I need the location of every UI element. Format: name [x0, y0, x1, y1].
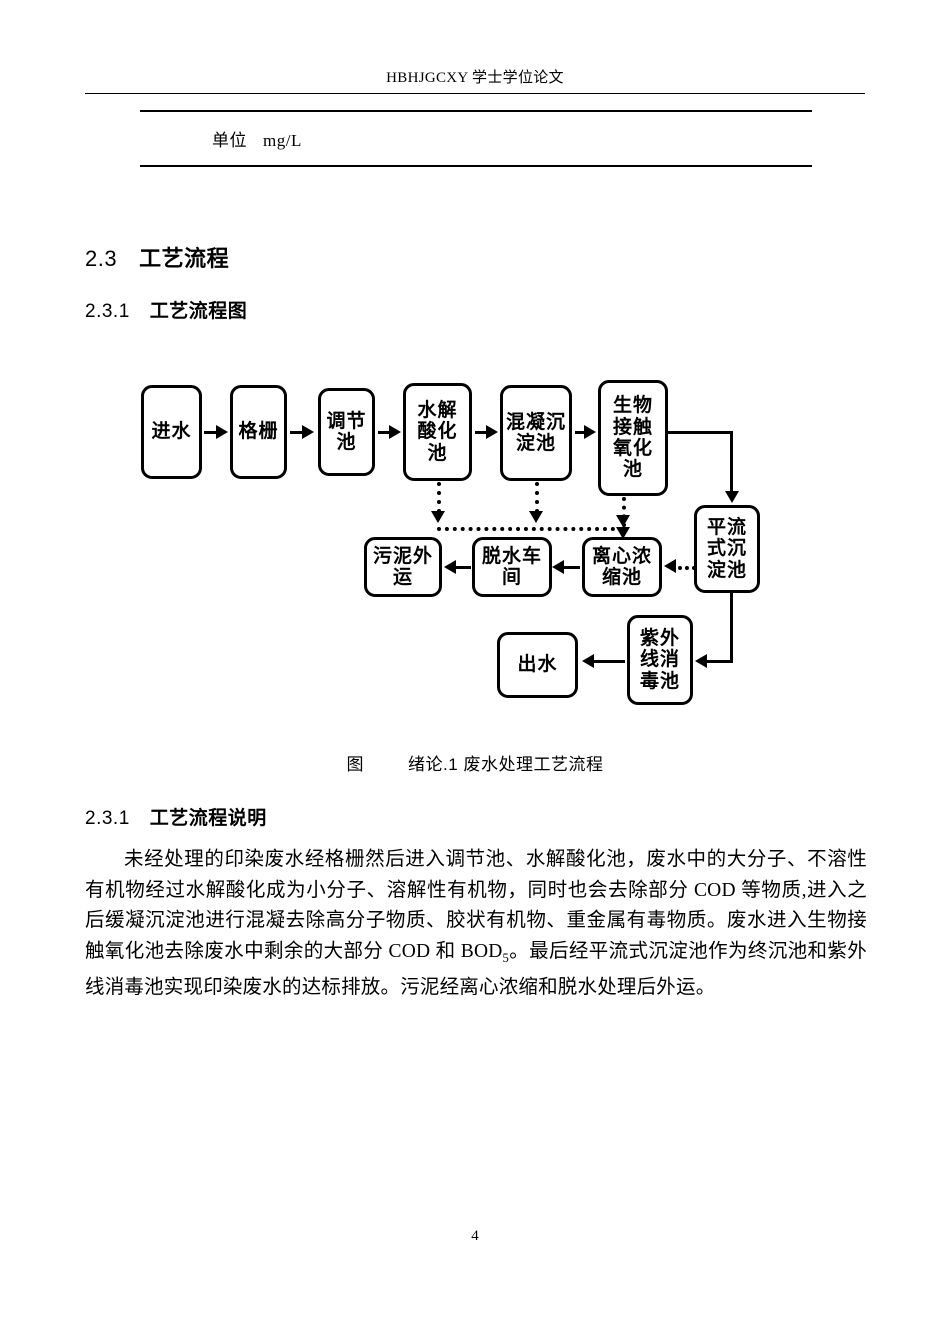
heading-number: 2.3	[85, 246, 118, 271]
sludge-line-coagulation-vertical	[535, 482, 539, 513]
arrowhead-icon	[389, 425, 401, 439]
flow-node-sludge-transport: 污泥外运	[364, 537, 442, 597]
arrowhead-icon	[616, 527, 630, 539]
table-fragment: 单位 mg/L	[140, 110, 812, 167]
arrowhead-icon	[664, 559, 676, 573]
connector-sedimentation-to-uv-vertical	[730, 591, 733, 663]
connector-influent-grille	[204, 431, 218, 434]
figure-caption: 图 绪论.1 废水处理工艺流程	[85, 750, 865, 775]
connector-thickening-dewatering	[563, 566, 580, 569]
flow-node-centrifugal-thickening-tank: 离心浓缩池	[582, 537, 662, 597]
flow-node-influent: 进水	[141, 385, 202, 479]
flow-node-horizontal-flow-sedimentation-tank: 平流式沉淀池	[694, 505, 760, 593]
arrowhead-icon	[216, 425, 228, 439]
connector-dewatering-sludge-transport	[455, 566, 471, 569]
arrowhead-icon	[584, 425, 596, 439]
heading-number: 2.3.1	[85, 808, 130, 829]
flow-node-regulating-tank: 调节池	[318, 388, 375, 476]
flow-node-coagulation-sedimentation-tank: 混凝沉淀池	[500, 385, 572, 481]
sludge-line-horizontal-collector	[437, 527, 623, 531]
table-unit-value: mg/L	[263, 131, 302, 150]
heading-text: 工艺流程	[139, 246, 230, 271]
body-paragraph: 未经处理的印染废水经格栅然后进入调节池、水解酸化池，废水中的大分子、不溶性有机物…	[85, 849, 867, 998]
process-flow-diagram: 进水 格栅 调节池 水解酸化池 混凝沉淀池 生物接触氧化池	[0, 355, 950, 725]
sludge-line-sedimentation-to-thickening	[678, 566, 696, 570]
figure-caption-text: 绪论.1 废水处理工艺流程	[408, 755, 604, 774]
heading-number: 2.3.1	[85, 301, 130, 322]
connector-uv-effluent	[594, 660, 625, 663]
table-bottom-rule	[140, 165, 812, 167]
flow-node-effluent: 出水	[497, 632, 578, 698]
connector-grille-regulating	[290, 431, 304, 434]
page-number: 4	[471, 1228, 479, 1244]
header-divider	[85, 93, 865, 94]
figure-caption-label: 图	[346, 755, 365, 774]
table-row: 单位 mg/L	[140, 112, 812, 165]
heading-section-2-3: 2.3 工艺流程	[85, 241, 229, 273]
connector-regulating-hydrolysis	[378, 431, 391, 434]
arrowhead-icon	[486, 425, 498, 439]
arrowhead-icon	[616, 515, 630, 527]
connector-coagulation-biological	[575, 431, 586, 434]
arrowhead-icon	[695, 654, 707, 668]
heading-text: 工艺流程说明	[149, 808, 267, 829]
connector-biological-to-sedimentation-horizontal	[666, 431, 733, 434]
table-unit-label: 单位	[212, 131, 247, 150]
flow-node-dewatering-workshop: 脱水车间	[472, 537, 552, 597]
arrowhead-icon	[725, 491, 739, 503]
bod-subscript: 5	[502, 950, 510, 965]
arrowhead-icon	[302, 425, 314, 439]
arrowhead-icon	[552, 560, 564, 574]
sludge-line-hydrolysis-vertical	[437, 482, 441, 513]
arrowhead-icon	[582, 654, 594, 668]
table-top-rule	[140, 110, 812, 112]
heading-subsection-flowchart: 2.3.1 工艺流程图	[85, 296, 247, 323]
flow-node-uv-disinfection-tank: 紫外线消毒池	[627, 615, 693, 705]
flow-node-biological-contact-oxidation-tank: 生物接触氧化池	[598, 380, 668, 496]
connector-hydrolysis-coagulation	[475, 431, 488, 434]
heading-text: 工艺流程图	[149, 301, 248, 322]
sludge-line-biological-vertical	[622, 497, 626, 527]
arrowhead-icon	[529, 511, 543, 523]
arrowhead-icon	[431, 511, 445, 523]
flow-node-hydrolysis-acidification-tank: 水解酸化池	[403, 383, 472, 481]
connector-biological-to-sedimentation-vertical	[730, 431, 733, 493]
page-header-title: HBHJGCXY 学士学位论文	[386, 70, 564, 86]
connector-sedimentation-to-uv-horizontal	[706, 660, 733, 663]
flow-node-grille: 格栅	[230, 385, 287, 479]
heading-subsection-description: 2.3.1 工艺流程说明	[85, 803, 267, 830]
arrowhead-icon	[444, 560, 456, 574]
body-paragraph-main: 未经处理的印染废水经格栅然后进入调节池、水解酸化池，废水中的大分子、不溶性有机物…	[85, 849, 867, 962]
